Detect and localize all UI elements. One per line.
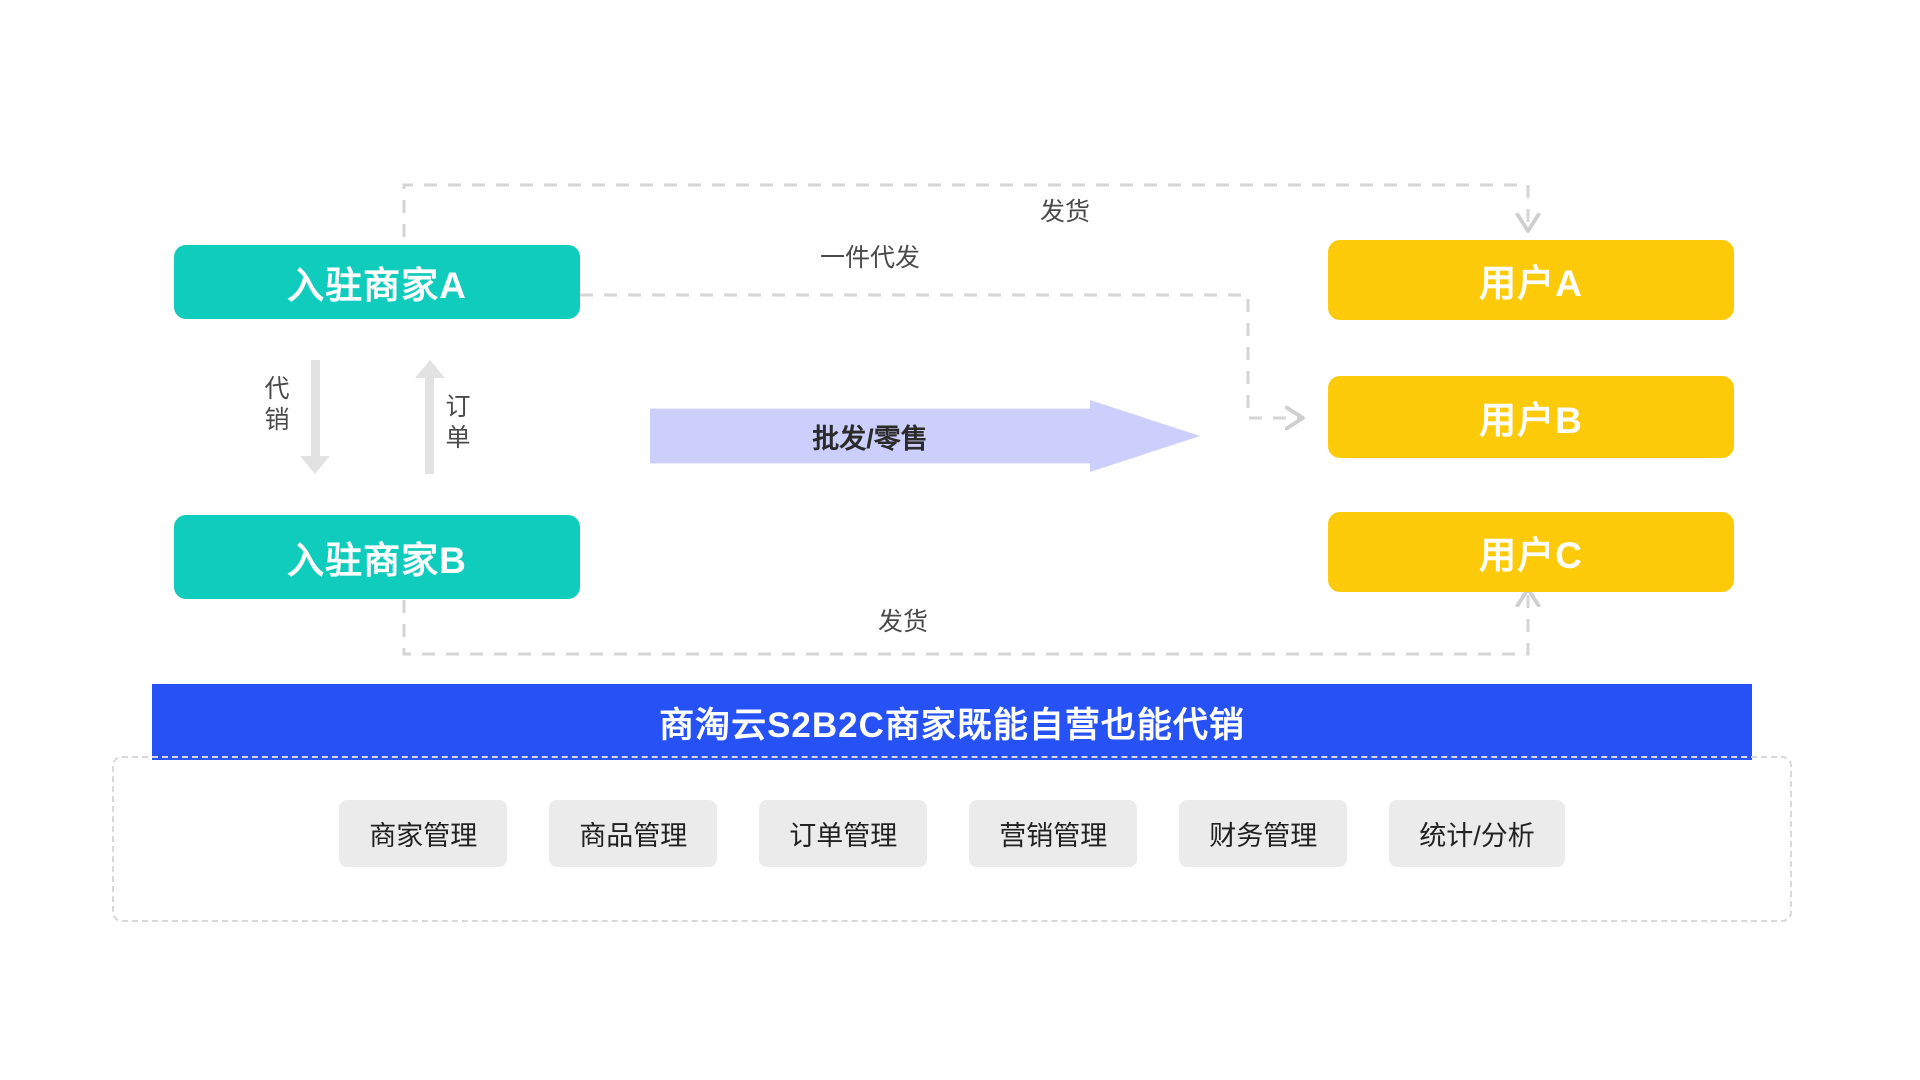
flow-label-ship-top: 发货 xyxy=(1040,198,1091,226)
platform-banner-label: 商淘云S2B2C商家既能自营也能代销 xyxy=(659,705,1245,745)
module-label: 订单管理 xyxy=(789,821,898,851)
wholesale-arrow-label: 批发/零售 xyxy=(812,423,928,454)
node-merchant-a-label: 入驻商家A xyxy=(287,265,467,306)
platform-banner: 商淘云S2B2C商家既能自营也能代销 xyxy=(152,684,1752,760)
node-merchant-a[interactable]: 入驻商家A xyxy=(174,245,580,319)
module-chip-merchant-management[interactable]: 商家管理 xyxy=(339,800,508,867)
flow-label-ship-bottom: 发货 xyxy=(878,608,929,636)
module-label: 商家管理 xyxy=(369,821,478,851)
flow-label-dropship: 一件代发 xyxy=(820,244,921,272)
node-user-b[interactable]: 用户B xyxy=(1328,376,1734,458)
flow-label-order: 订单 xyxy=(445,393,471,452)
module-label: 营销管理 xyxy=(999,821,1108,851)
modules-panel: 商家管理 商品管理 订单管理 营销管理 财务管理 统计/分析 xyxy=(112,756,1792,922)
node-user-c-label: 用户C xyxy=(1479,535,1583,576)
wholesale-retail-arrow: 批发/零售 xyxy=(650,400,1200,472)
module-label: 商品管理 xyxy=(579,821,688,851)
node-user-a-label: 用户A xyxy=(1479,263,1583,304)
module-chip-product-management[interactable]: 商品管理 xyxy=(549,800,718,867)
module-label: 统计/分析 xyxy=(1419,821,1535,851)
module-chip-marketing-management[interactable]: 营销管理 xyxy=(969,800,1138,867)
module-chip-statistics-analysis[interactable]: 统计/分析 xyxy=(1389,800,1565,867)
module-chip-order-management[interactable]: 订单管理 xyxy=(759,800,928,867)
module-label: 财务管理 xyxy=(1209,821,1318,851)
wholesale-arrow-shape xyxy=(650,400,1200,472)
node-merchant-b[interactable]: 入驻商家B xyxy=(174,515,580,599)
node-user-c[interactable]: 用户C xyxy=(1328,512,1734,592)
modules-row: 商家管理 商品管理 订单管理 营销管理 财务管理 统计/分析 xyxy=(114,800,1790,867)
module-chip-finance-management[interactable]: 财务管理 xyxy=(1179,800,1348,867)
node-user-a[interactable]: 用户A xyxy=(1328,240,1734,320)
connector-ship-bottom xyxy=(402,592,1528,656)
flow-label-consign: 代销 xyxy=(264,375,290,434)
node-merchant-b-label: 入驻商家B xyxy=(287,540,467,581)
connector-order-arrow xyxy=(415,360,445,474)
node-user-b-label: 用户B xyxy=(1479,400,1583,441)
connector-consign-arrow xyxy=(300,360,330,474)
